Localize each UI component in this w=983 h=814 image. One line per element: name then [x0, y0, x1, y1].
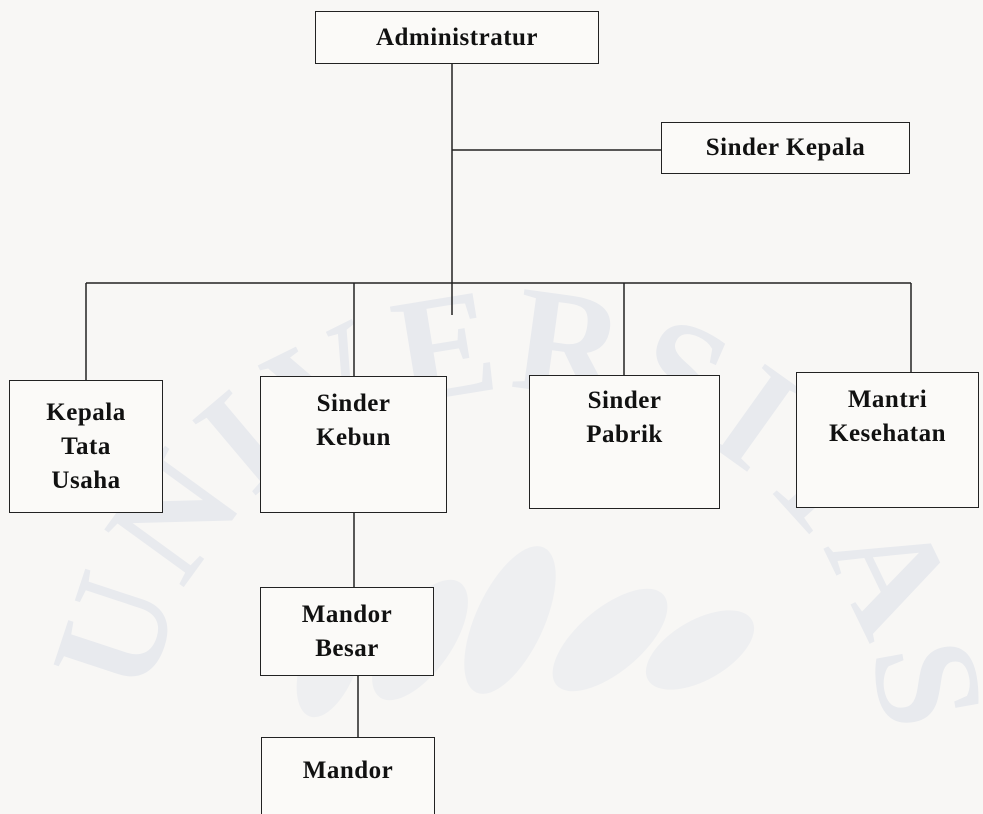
node-label-line: Sinder Kepala — [705, 134, 866, 161]
node-label-line: Kepala — [46, 398, 126, 426]
node-administratur-label: Administratur — [376, 21, 538, 55]
node-label-line: Kebun — [316, 424, 391, 451]
node-administratur: Administratur — [315, 11, 599, 64]
node-label-line: Mandor — [302, 757, 394, 784]
node-label-line: Mantri — [847, 386, 928, 413]
node-label-line: Besar — [315, 634, 379, 662]
node-sinder-kepala-label: Sinder Kepala — [706, 131, 866, 165]
node-sinder-kepala: Sinder Kepala — [661, 122, 910, 174]
node-label-line: Mandor — [301, 600, 393, 628]
node-mandor: Mandor — [261, 737, 435, 814]
node-mandor-label: Mandor — [303, 754, 394, 788]
node-label-line: Kesehatan — [829, 420, 946, 447]
node-label-line: Pabrik — [586, 421, 663, 448]
node-label-line: Administratur — [375, 23, 539, 51]
node-label-line: Sinder — [316, 390, 391, 417]
node-label-line: Sinder — [587, 387, 662, 414]
node-label-line: Tata — [61, 432, 111, 460]
node-label-line: Usaha — [51, 466, 121, 494]
